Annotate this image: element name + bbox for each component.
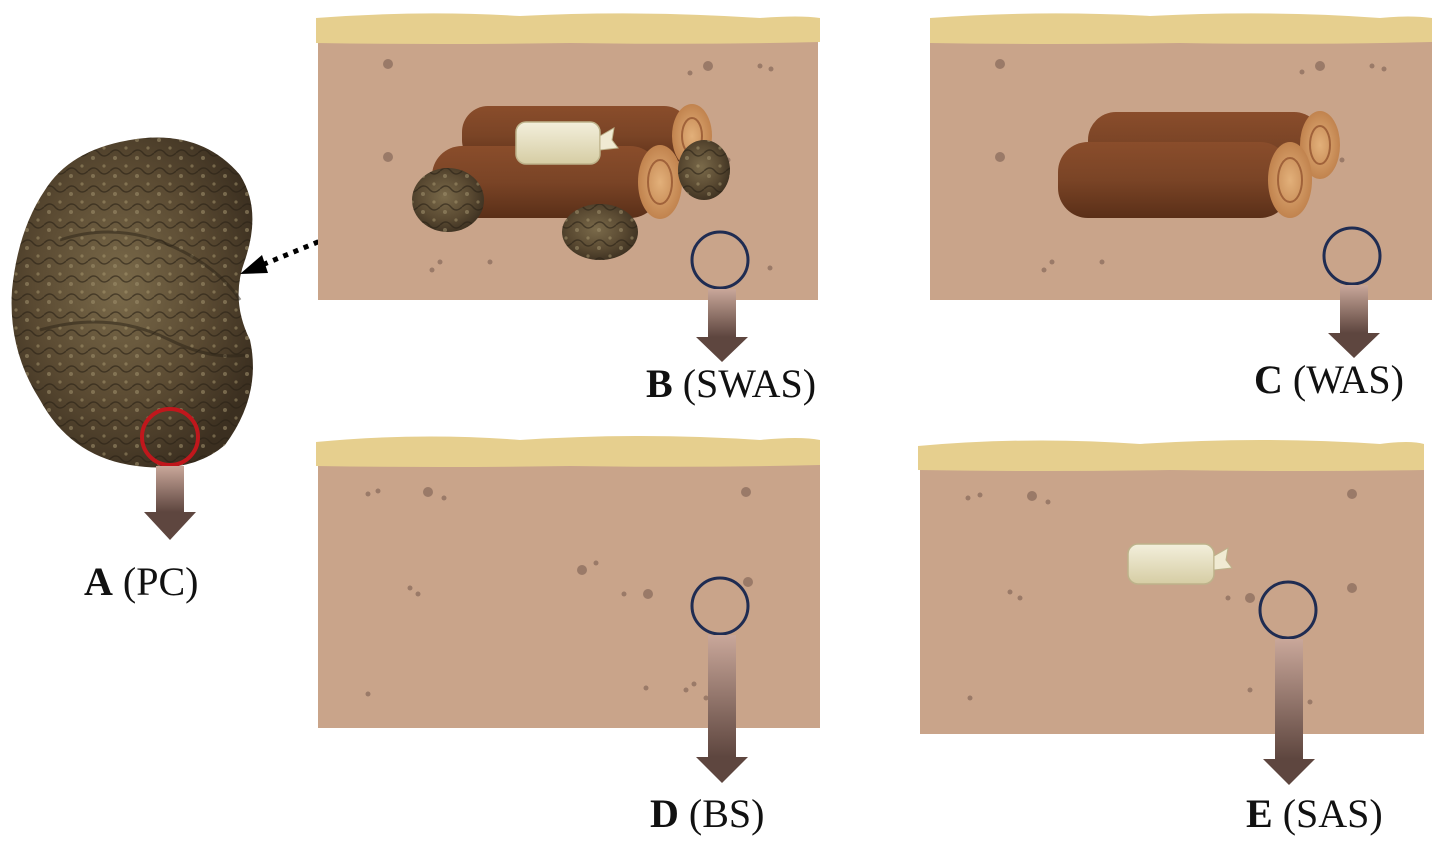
caption-c: C (WAS) [1254, 356, 1404, 403]
caption-e: E (SAS) [1246, 790, 1383, 837]
caption-a-letter: A [84, 559, 113, 604]
soil-block-d [316, 436, 820, 728]
down-arrow-icon [144, 466, 196, 540]
caption-d-letter: D [650, 791, 679, 836]
sclerotium-icon [11, 137, 253, 468]
mesh-bag-icon [1127, 543, 1233, 585]
down-arrow-icon [1263, 639, 1315, 785]
down-arrow-icon [696, 635, 748, 783]
soil-block-e [918, 440, 1424, 734]
sampling-circle-icon [690, 230, 750, 290]
caption-d: D (BS) [650, 790, 764, 837]
sclerotium-sampling-circle-icon [140, 407, 200, 467]
caption-a: A (PC) [84, 558, 198, 605]
caption-c-letter: C [1254, 357, 1283, 402]
caption-b: B (SWAS) [646, 360, 816, 407]
caption-c-abbr: (WAS) [1292, 357, 1404, 402]
sampling-circle-icon [690, 576, 750, 636]
sclerotium-icon [412, 140, 730, 260]
down-arrow-icon [696, 289, 748, 362]
caption-d-abbr: (BS) [688, 791, 765, 836]
down-arrow-icon [1328, 285, 1380, 358]
sampling-circle-icon [1258, 580, 1318, 640]
sampling-circle-icon [1322, 226, 1382, 286]
caption-b-abbr: (SWAS) [682, 361, 817, 406]
caption-e-letter: E [1246, 791, 1273, 836]
log-icon [1058, 111, 1340, 218]
mesh-bag-icon [515, 121, 619, 165]
caption-e-abbr: (SAS) [1282, 791, 1383, 836]
caption-a-abbr: (PC) [122, 559, 199, 604]
caption-b-letter: B [646, 361, 673, 406]
